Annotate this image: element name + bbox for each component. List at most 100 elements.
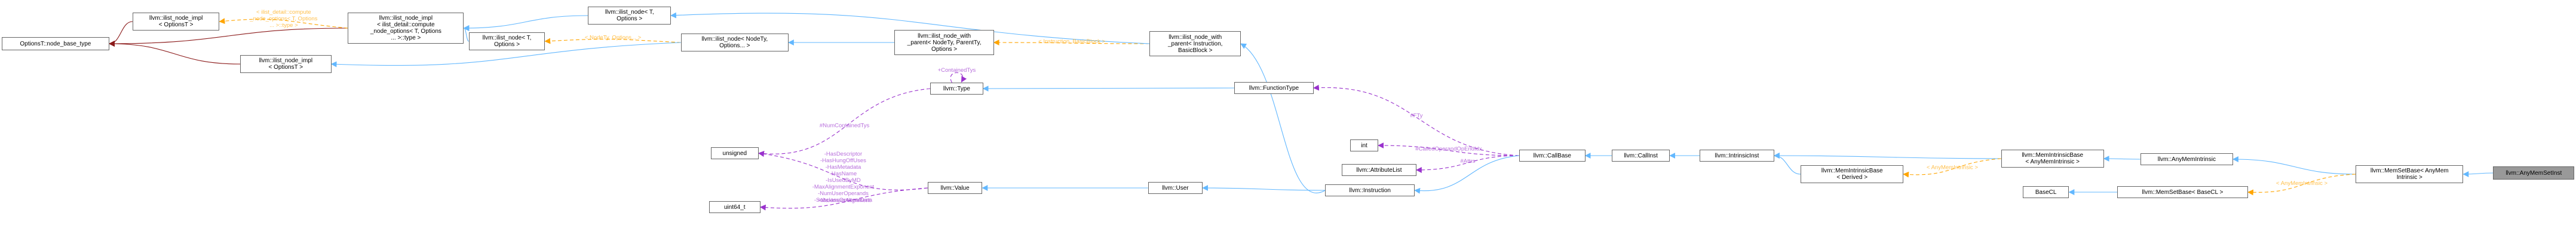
class-node-mib-anymem[interactable]: llvm::MemIntrinsicBase< AnyMemIntrinsic … (2001, 150, 2104, 168)
edge-label-line: #CalledOperandOpEndIdx (1415, 146, 1482, 153)
class-node-label: llvm::AnyMemIntrinsic (2157, 156, 2216, 163)
class-node-uint64[interactable]: uint64_t (709, 201, 760, 213)
class-node-label: < Derived > (1836, 174, 1868, 181)
edge-label-line: #Attrs (1460, 158, 1475, 165)
class-node-callbase[interactable]: llvm::CallBase (1519, 150, 1586, 162)
edge-label-e-nodety: < NodeTy, Options... > (585, 35, 642, 41)
class-node-type[interactable]: llvm::Type (930, 83, 983, 95)
class-node-instruction[interactable]: llvm::Instruction (1325, 184, 1415, 196)
class-node-label: llvm::ilist_node_with (918, 32, 971, 40)
class-node-int[interactable]: int (1350, 139, 1379, 151)
edge-label-line: -HasName (830, 171, 857, 177)
class-node-label: llvm::MemSetBase< BaseCL > (2142, 189, 2224, 196)
edge-label-line: -IsUsedByMD (826, 177, 861, 184)
edge-label-line: < NodeTy, Options... > (585, 35, 642, 41)
edge-label-e-unsigned-value: -HasDescriptor-HasHungOffUses-HasMetadat… (812, 151, 875, 204)
class-node-mib-derived[interactable]: llvm::MemIntrinsicBase< Derived > (1801, 165, 1904, 183)
class-node-label: llvm::ilist_node_impl (379, 15, 433, 22)
class-node-ilist-node-T[interactable]: llvm::ilist_node< T,Options > (588, 7, 671, 25)
usage-edge-type-to-unsigned (758, 88, 931, 157)
base-edge-ilni-optionsT-bottom-to-optionsT (109, 41, 241, 65)
class-node-ilnwp-nodety[interactable]: llvm::ilist_node_with_parent< NodeTy, Pa… (894, 30, 994, 55)
inherit-edge-msb-anymem-to-anymemintrinsic (2232, 156, 2356, 175)
template-edge-msb-anymem-to-msb-basecl (2247, 174, 2356, 196)
class-node-label: llvm::Instruction (1349, 187, 1391, 194)
class-node-msb-basecl[interactable]: llvm::MemSetBase< BaseCL > (2117, 186, 2248, 198)
class-node-user[interactable]: llvm::User (1148, 182, 1203, 194)
class-node-callinst[interactable]: llvm::CallInst (1612, 150, 1670, 162)
base-edge-ilni-detail-to-optionsT (109, 28, 348, 47)
inherit-edge-ilist-node-nodety-to-ilni-optionsT-bottom (330, 42, 681, 68)
edge-label-e-memintrinsic: < AnyMemIntrinsic > (1927, 165, 1979, 171)
class-node-label: < OptionsT > (268, 64, 303, 71)
edge-label-line: -HasMetadata (826, 164, 861, 171)
edge-label-line: -HasHungOffUses (820, 157, 866, 164)
class-node-label: llvm::User (1162, 184, 1189, 192)
edge-label-line: #NumContainedTys (820, 123, 870, 129)
class-node-label: llvm::IntrinsicInst (1715, 152, 1759, 159)
edge-label-line: _node_options< T, Options (249, 16, 317, 22)
class-node-attributelist[interactable]: llvm::AttributeList (1342, 164, 1416, 176)
inherit-edge-instruction-to-ilnwp-instr (1240, 43, 1326, 193)
edge-label-line: -MaxAlignmentExponent (812, 184, 875, 190)
template-edge-ilnwp-instr-to-ilnwp-nodety (993, 40, 1150, 45)
edge-label-line: -SubclassOptionalData (814, 197, 873, 204)
class-node-label: llvm::CallInst (1624, 152, 1658, 159)
class-node-anymemintrinsic[interactable]: llvm::AnyMemIntrinsic (2140, 153, 2233, 165)
class-node-value[interactable]: llvm::Value (927, 182, 983, 194)
usage-edge-value-to-uint64 (759, 187, 928, 211)
class-node-label: llvm::ilist_node_impl (149, 15, 203, 22)
class-node-ilni-optionsT-top[interactable]: llvm::ilist_node_impl< OptionsT > (132, 13, 220, 31)
class-node-label: llvm::MemIntrinsicBase (1821, 168, 1883, 174)
class-node-label: llvm::AttributeList (1356, 166, 1402, 174)
class-node-label: _parent< NodeTy, ParentTy, (907, 39, 982, 46)
class-node-label: uint64_t (724, 204, 746, 211)
class-node-label: Options > (493, 41, 520, 48)
edge-label-line: -HasDescriptor (824, 151, 862, 157)
class-node-optionsT[interactable]: OptionsT::node_base_type (1, 37, 109, 50)
usage-edge-value-to-unsigned (758, 151, 928, 190)
usage-edge-type-to-type (950, 72, 967, 83)
edge-label-e-basecl: < AnyMemIntrinsic > (2276, 180, 2328, 187)
edge-label-line: ... >::type > (269, 22, 298, 29)
edge-label-line: -NumUserOperands (818, 190, 869, 197)
class-node-label: llvm::MemIntrinsicBase (2022, 152, 2084, 159)
edge-label-line: +MaximumAlignment (817, 198, 870, 204)
edge-label-e-maxalign: +MaximumAlignment (817, 198, 870, 204)
edge-label-line: #FTy (1410, 113, 1422, 119)
inherit-edge-mib-anymem-to-intrinsicinst (1773, 153, 2001, 159)
class-node-label: llvm::ilist_node_impl (259, 57, 313, 64)
class-node-label: llvm::CallBase (1533, 152, 1571, 159)
class-node-label: < ilist_detail::compute (377, 22, 435, 28)
class-node-label: _parent< Instruction, (1167, 40, 1223, 47)
class-node-ilni-detail[interactable]: llvm::ilist_node_impl< ilist_detail::com… (348, 13, 464, 44)
class-node-label: _node_options< T, Options (370, 28, 441, 35)
class-node-functiontype[interactable]: llvm::FunctionType (1234, 82, 1314, 94)
class-node-label: < OptionsT > (158, 22, 194, 28)
class-node-basecl[interactable]: BaseCL (2022, 186, 2069, 198)
class-node-label: < AnyMemIntrinsic > (2025, 159, 2080, 165)
class-node-label: llvm::FunctionType (1249, 84, 1299, 92)
inherit-edge-ilist-node-T-to-ilni-detail (463, 15, 588, 31)
class-node-label: BaseCL (2035, 189, 2057, 196)
class-node-ilni-optionsT-bottom[interactable]: llvm::ilist_node_impl< OptionsT > (240, 55, 332, 73)
usage-edge-callbase-to-functiontype (1312, 84, 1519, 156)
edge-label-line: < AnyMemIntrinsic > (1927, 165, 1979, 171)
class-node-label: ... >::type > (391, 35, 421, 41)
inherit-edge-mib-derived-to-intrinsicinst (1773, 153, 1801, 175)
class-node-label: Intrinsic > (2396, 174, 2422, 181)
class-node-ilist-node-nodety[interactable]: llvm::ilist_node< NodeTy,Options... > (680, 34, 789, 51)
class-node-intrinsicinst[interactable]: llvm::IntrinsicInst (1700, 150, 1774, 162)
class-node-label: Options... > (719, 42, 750, 49)
edge-label-e-containedtys: +ContainedTys (938, 67, 976, 74)
class-node-unsigned[interactable]: unsigned (710, 147, 759, 159)
edge-label-line: < ilist_detail::compute (256, 9, 311, 16)
class-node-label: Options > (617, 16, 643, 22)
class-node-label: llvm::AnyMemSetInst (2506, 169, 2562, 177)
class-node-ilnwp-instr[interactable]: llvm::ilist_node_with_parent< Instructio… (1149, 31, 1241, 56)
class-node-label: llvm::ilist_node_with (1169, 34, 1222, 41)
edge-label-e-detail: < ilist_detail::compute_node_options< T,… (249, 9, 317, 29)
edge-label-e-calledop: #CalledOperandOpEndIdx (1415, 146, 1482, 153)
class-node-ilist-node-T2[interactable]: llvm::ilist_node< T,Options > (468, 32, 545, 50)
